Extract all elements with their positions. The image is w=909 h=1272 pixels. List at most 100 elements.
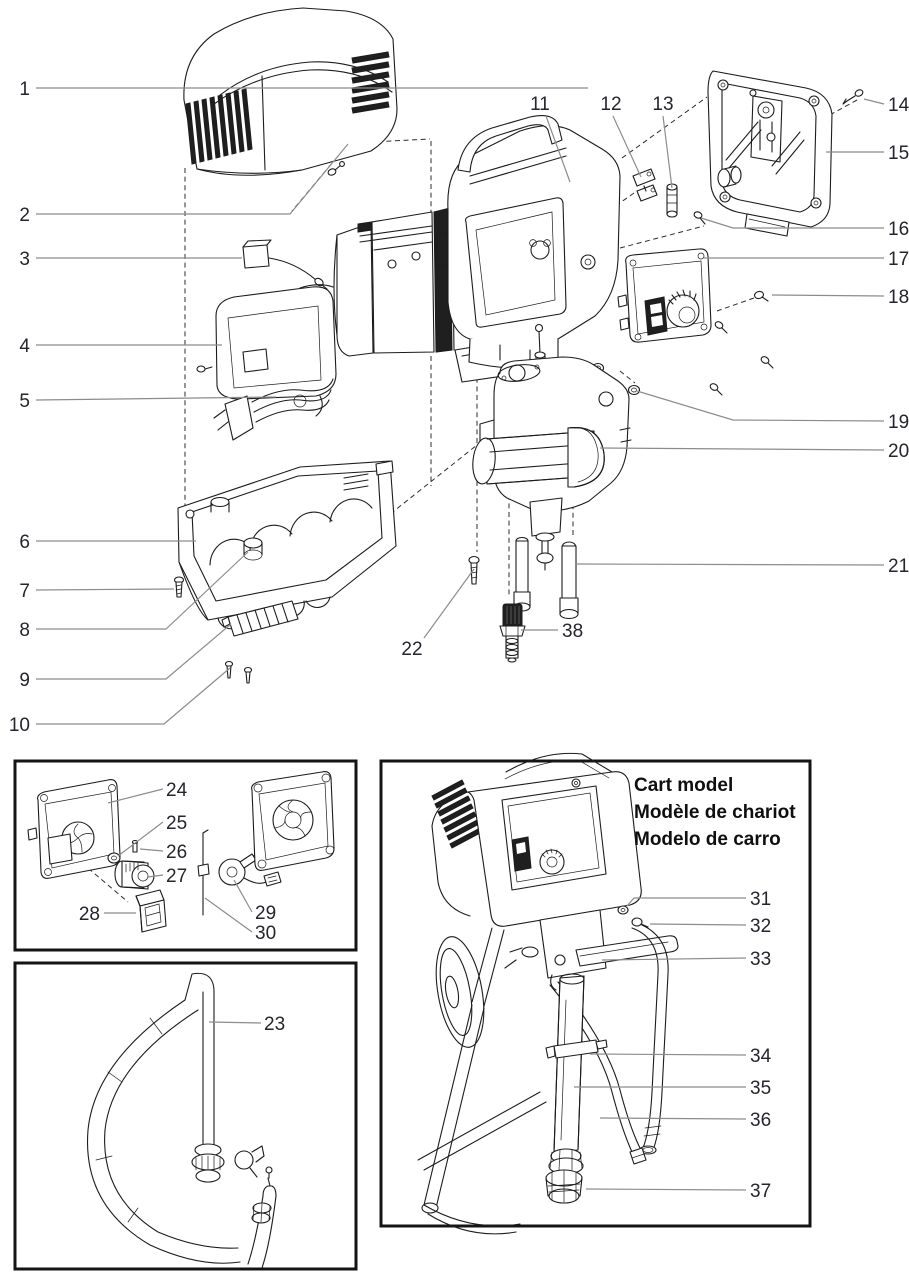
leader-line-34 [589,1053,747,1056]
callout-37: 37 [750,1181,771,1202]
part-16-screw-drawing [693,211,706,225]
callout-30: 30 [255,923,276,944]
part-7-screw-drawing [173,576,185,598]
callout-24: 24 [166,780,188,801]
leader-line-23 [208,1021,262,1024]
cart-inset-drawing [417,752,679,1235]
leader-line-19 [636,390,885,422]
cover-left-louvers [185,88,253,165]
part-1-front-cover-drawing [183,7,398,176]
cart-inset-border [379,759,812,1228]
cart-motor-vents [431,779,483,849]
callout-38: 38 [562,621,583,642]
callout-3: 3 [19,249,30,270]
leader-line-37 [585,1188,747,1191]
part-9-grille-drawing [221,600,299,637]
part-10-screws-drawing [224,660,253,684]
part-5-power-cord-drawing [213,378,334,441]
callout-19: 19 [888,412,909,433]
part-20-pump-drawing [472,323,632,571]
callout-1: 1 [19,79,30,100]
part-14-screw-drawing [842,89,864,105]
leader-line-7 [35,588,175,591]
leader-line-32 [649,923,747,926]
leader-line-22 [423,568,475,639]
callout-9: 9 [19,670,30,691]
callout-27: 27 [166,866,187,887]
part-13-pin-drawing [666,183,678,218]
leader-line-11 [545,115,571,183]
callout-10: 10 [9,715,30,736]
part-38-inlet-valve-drawing [499,603,526,663]
callout-15: 15 [888,143,909,164]
callout-23: 23 [264,1014,285,1035]
callout-2: 2 [19,205,30,226]
part-2-screw-drawing [327,161,345,176]
callout-13: 13 [652,94,673,115]
callout-34: 34 [750,1046,772,1067]
cart-model-title-en: Cart model [634,775,733,796]
callout-16: 16 [888,219,909,240]
leader-line-16 [700,217,884,229]
part-18-screw-drawing [754,290,769,302]
leader-line-24 [107,788,164,804]
siphon-callouts: 23 [208,1014,285,1035]
part-21-bolts-drawing [513,536,579,620]
leader-line-10 [36,667,231,725]
callout-12: 12 [600,94,621,115]
part-17-control-panel-drawing [617,248,712,343]
callout-22: 22 [401,639,422,660]
callout-32: 32 [750,916,771,937]
leader-line-9 [36,623,232,680]
leader-line-26 [139,848,164,852]
callout-21: 21 [888,556,909,577]
callout-4: 4 [19,336,30,357]
leader-line-8 [36,551,249,630]
leader-line-18 [771,294,885,297]
callout-26: 26 [166,842,187,863]
part-3-capacitor-drawing [242,239,328,290]
cover-right-vents [351,51,390,114]
callout-25: 25 [166,813,187,834]
part-22-screw-drawing [468,555,480,585]
leader-line-14 [863,98,885,105]
leader-line-21 [574,563,885,566]
siphon-inset-drawing [86,972,277,1269]
callout-18: 18 [888,287,909,308]
controls-inset-drawing [27,771,335,933]
panel-mount-screws-drawing [709,321,774,396]
leader-line-29 [233,879,253,913]
callout-8: 8 [19,620,30,641]
part-6-pan-drawing [177,460,397,630]
leader-line-25 [117,821,164,857]
callout-17: 17 [888,249,909,270]
cart-model-title-fr: Modèle de chariot [634,802,796,823]
callout-35: 35 [750,1078,771,1099]
callout-29: 29 [255,903,276,924]
leader-line-31 [626,897,746,907]
callout-5: 5 [19,391,30,412]
leader-line-13 [662,115,673,189]
callout-33: 33 [750,949,771,970]
callout-14: 14 [888,95,909,116]
leader-line-2 [36,143,349,215]
callout-31: 31 [750,889,771,910]
part-15-backplate-drawing [707,70,833,237]
cart-model-title-es: Modelo de carro [634,829,781,850]
callout-11: 11 [530,94,550,115]
siphon-inset-border [13,961,358,1271]
leader-line-27 [147,874,164,878]
callout-28: 28 [79,904,100,925]
part-11-frame-drawing [435,115,621,369]
callout-6: 6 [19,532,30,553]
controls-inset-border [13,759,358,952]
callout-7: 7 [19,581,30,602]
leader-line-33 [601,957,747,961]
leader-line-30 [204,897,253,933]
leader-line-12 [612,115,642,178]
